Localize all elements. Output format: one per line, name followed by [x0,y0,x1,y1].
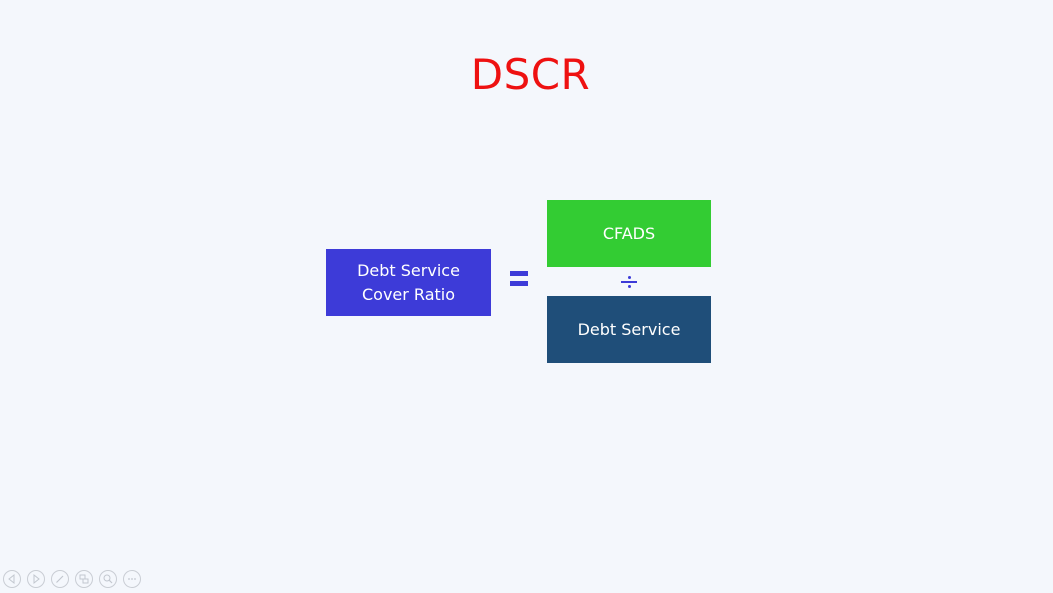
equals-sign [510,271,528,287]
slides-icon [79,574,89,584]
cfads-label: CFADS [602,223,656,243]
more-options-button[interactable] [123,570,141,588]
pen-icon [56,575,64,583]
slide-title: DSCR [470,50,591,99]
next-icon [33,573,40,585]
cfads-box: CFADS [547,200,711,267]
see-all-slides-button[interactable] [75,570,93,588]
zoom-icon [103,574,113,584]
debt-service-box: Debt Service [547,296,711,363]
debt-service-label: Debt Service [577,319,681,339]
presentation-toolbar [3,570,141,590]
zoom-button[interactable] [99,570,117,588]
dscr-label-box: Debt Service Cover Ratio [326,249,491,316]
next-slide-button[interactable] [27,570,45,588]
pen-tool-button[interactable] [51,570,69,588]
dscr-label: Debt Service Cover Ratio [357,260,460,304]
previous-slide-button[interactable] [3,570,21,588]
divide-sign [621,275,637,289]
previous-icon [8,573,15,585]
more-icon [128,578,136,580]
